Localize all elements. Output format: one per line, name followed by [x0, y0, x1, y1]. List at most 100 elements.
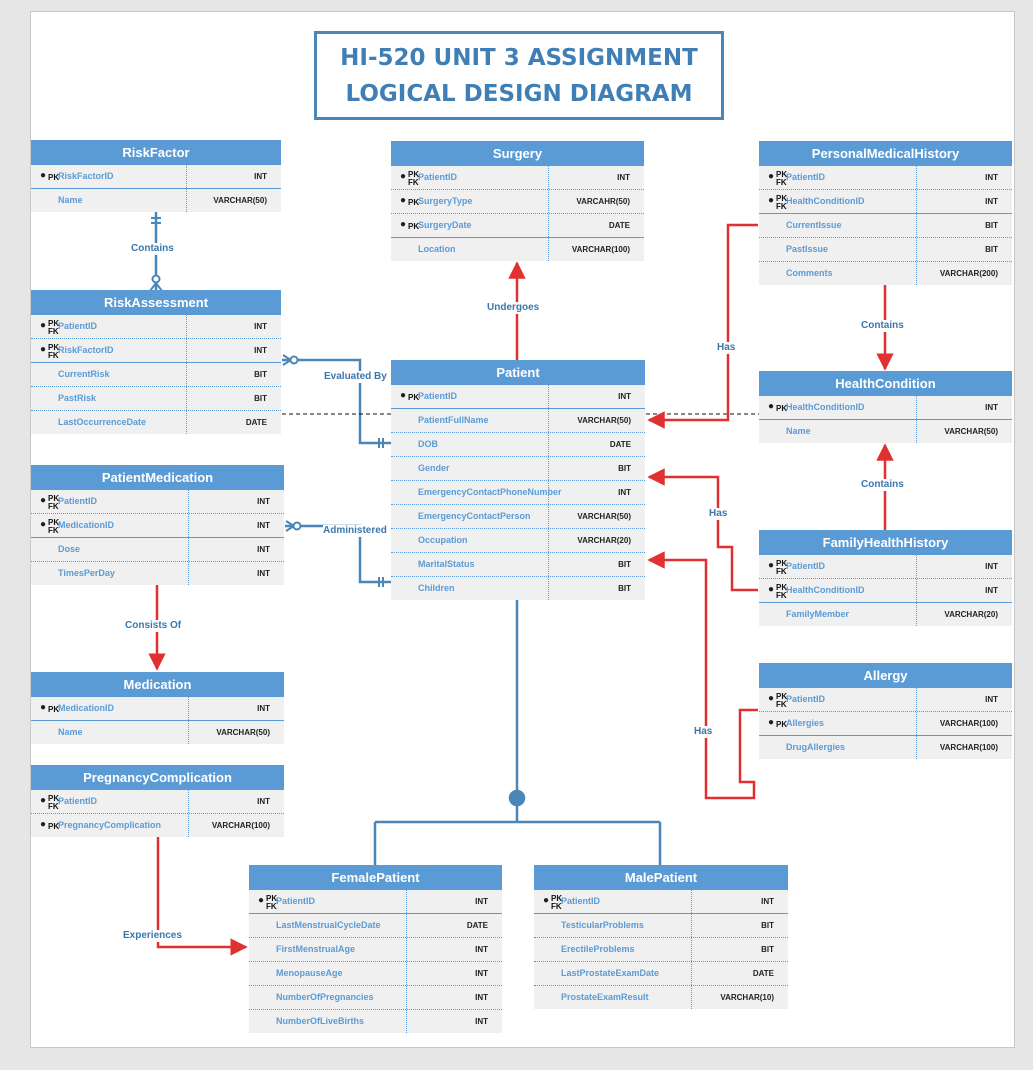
row-divider — [548, 553, 549, 576]
entity-malepatient-header: MalePatient — [534, 865, 788, 890]
title-line-1: HI-520 UNIT 3 ASSIGNMENT — [340, 44, 698, 71]
attribute-name: MenopauseAge — [276, 968, 343, 978]
row-divider — [406, 986, 407, 1009]
attribute-type: VARCHAR(50) — [577, 512, 631, 521]
attribute-type: INT — [257, 569, 270, 578]
key-dot-icon: ● — [40, 320, 47, 331]
attribute-type: INT — [617, 173, 630, 182]
attribute-name: PatientID — [418, 172, 458, 182]
key-dot-icon: ● — [40, 702, 47, 713]
key-label-pk: PK — [408, 393, 420, 402]
key-icon: ●PK — [40, 700, 70, 718]
key-dot-icon: ● — [543, 895, 550, 906]
attribute-name: FamilyMember — [786, 609, 850, 619]
attribute-type: BIT — [254, 394, 267, 403]
attribute-name: PatientID — [786, 561, 826, 571]
key-label-pk: PK — [551, 894, 563, 903]
attribute-name: PatientID — [58, 496, 98, 506]
row-divider — [916, 214, 917, 237]
row-divider — [548, 166, 549, 189]
attribute-type: INT — [475, 897, 488, 906]
row-divider — [548, 529, 549, 552]
key-label-fk: FK — [48, 802, 59, 811]
row-divider — [916, 579, 917, 602]
key-label-fk: FK — [48, 351, 59, 360]
attribute-type: INT — [257, 521, 270, 530]
key-icon: ●PK — [768, 399, 798, 417]
connector-subtype — [373, 594, 662, 866]
row-divider — [406, 962, 407, 985]
attribute-type: VARCHAR(100) — [571, 245, 630, 254]
row-divider — [188, 697, 189, 720]
attribute-name: CurrentIssue — [786, 220, 842, 230]
row-divider — [186, 315, 187, 338]
attribute-type: BIT — [985, 221, 998, 230]
key-icon: ●PK — [400, 193, 430, 211]
attribute-name: MedicationID — [58, 703, 115, 713]
row-divider — [691, 986, 692, 1009]
attribute-type: INT — [254, 172, 267, 181]
key-icon: ●PK — [768, 715, 798, 733]
one-marker-riskfactor — [151, 217, 161, 224]
attribute-type: INT — [985, 403, 998, 412]
attribute-type: INT — [257, 704, 270, 713]
relationship-label-evaluated-by: Evaluated By — [324, 371, 387, 383]
key-label-pk: PK — [48, 343, 60, 352]
key-label-fk: FK — [776, 202, 787, 211]
key-label-pk: PK — [48, 319, 60, 328]
row-divider — [186, 189, 187, 212]
attribute-name: TesticularProblems — [561, 920, 644, 930]
attribute-name: FirstMenstrualAge — [276, 944, 356, 954]
attribute-name: NumberOfPregnancies — [276, 992, 374, 1002]
key-dot-icon: ● — [40, 819, 47, 830]
key-label-pk: PK — [48, 494, 60, 503]
key-label-fk: FK — [266, 902, 277, 911]
key-dot-icon: ● — [40, 519, 47, 530]
key-dot-icon: ● — [400, 219, 407, 230]
attribute-type: INT — [985, 695, 998, 704]
row-divider — [188, 490, 189, 513]
relationship-label-has-pmh: Has — [717, 342, 736, 354]
key-label-pk: PK — [266, 894, 278, 903]
row-divider — [188, 814, 189, 837]
relationship-label-has-allergy: Has — [694, 726, 713, 738]
row-divider — [406, 914, 407, 937]
attribute-type: INT — [475, 1017, 488, 1026]
attribute-type: DATE — [608, 221, 630, 230]
key-label-pk: PK — [48, 794, 60, 803]
row-divider — [691, 962, 692, 985]
attribute-type: INT — [985, 173, 998, 182]
relationship-label-experiences: Experiences — [123, 930, 182, 942]
attribute-type: INT — [761, 897, 774, 906]
key-dot-icon: ● — [40, 170, 47, 181]
attribute-name: LastProstateExamDate — [561, 968, 660, 978]
attribute-name: Occupation — [418, 535, 468, 545]
crowfoot-riskassessment — [149, 281, 163, 292]
